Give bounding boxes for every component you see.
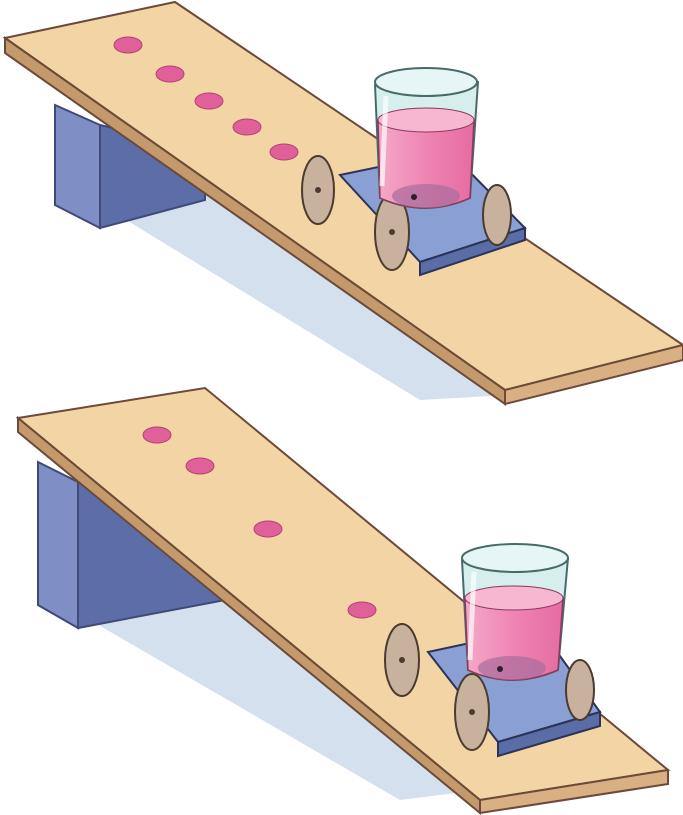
bottom-panel xyxy=(15,386,671,815)
top-panel xyxy=(2,0,683,406)
drip-icon xyxy=(155,65,185,83)
drip-trail-bottom xyxy=(142,426,377,619)
drip-icon xyxy=(194,92,224,110)
drip-icon xyxy=(185,457,215,475)
drip-icon xyxy=(253,520,283,538)
drip-trail-top xyxy=(113,36,299,161)
beaker-icon xyxy=(373,67,480,209)
incline-board-icon xyxy=(2,0,683,406)
drip-icon xyxy=(232,118,262,136)
drip-icon xyxy=(347,601,377,619)
drip-icon xyxy=(113,36,143,54)
drip-icon xyxy=(142,426,172,444)
drip-icon xyxy=(269,143,299,161)
board-shadow xyxy=(90,600,480,800)
beaker-icon xyxy=(460,543,570,681)
board-shadow xyxy=(110,195,510,400)
